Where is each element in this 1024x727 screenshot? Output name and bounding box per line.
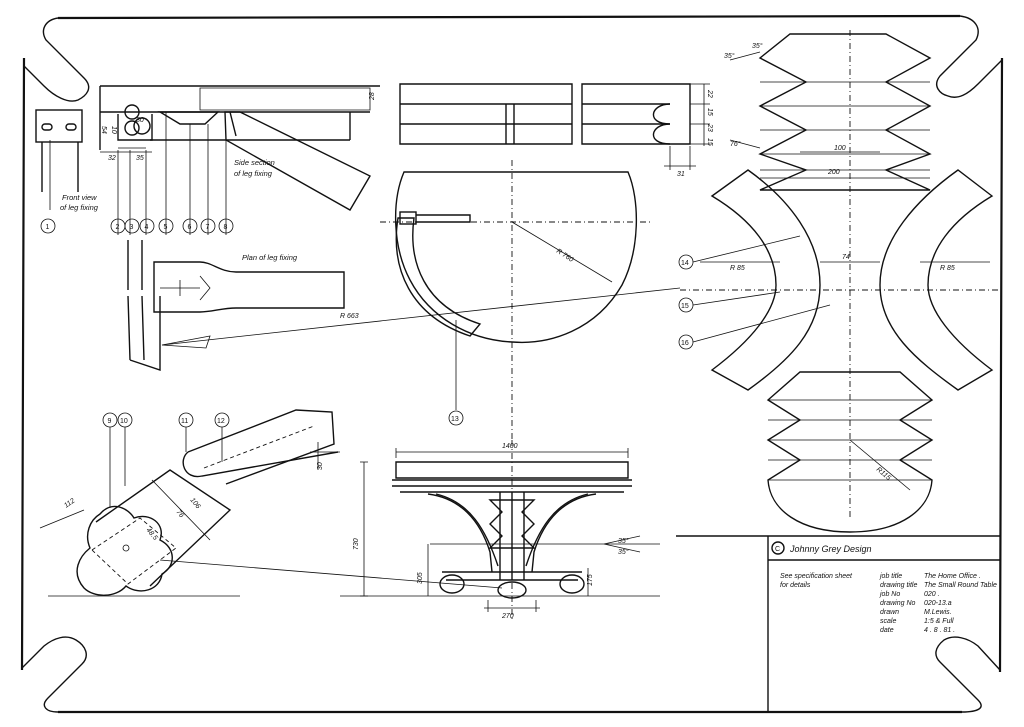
dim-1400: 1400 xyxy=(502,443,518,450)
bubble-15: 15 xyxy=(681,303,689,310)
field-value-job-no: 020 . xyxy=(924,591,940,598)
bubble-12: 12 xyxy=(217,418,225,425)
caption-front-view-line1: Front view xyxy=(62,193,97,202)
dim-r760: R 760 xyxy=(555,248,575,264)
dim-30: 30 xyxy=(136,117,144,124)
dim-30b: 30 xyxy=(317,462,324,470)
field-label-job-no: job No xyxy=(879,591,900,598)
dim-35: 35 xyxy=(136,155,144,162)
caption-side-section-line1: Side section xyxy=(234,158,275,167)
caption-side-section-line2: of leg fixing xyxy=(234,169,273,178)
bubble-16: 16 xyxy=(681,340,689,347)
field-label-drawing-no: drawing No xyxy=(880,600,916,607)
field-value-job-title: The Home Office . xyxy=(924,573,981,580)
dim-175: 175 xyxy=(587,574,594,586)
field-value-drawing-title: The Small Round Table xyxy=(924,582,997,589)
field-label-scale: scale xyxy=(880,618,896,625)
caption-front-view-line2: of leg fixing xyxy=(60,203,99,212)
dim-r85a: R 85 xyxy=(730,265,745,272)
bubble-5: 5 xyxy=(164,224,168,231)
dim-112: 112 xyxy=(63,497,76,509)
bubble-1: 1 xyxy=(46,224,50,231)
plan-leg-fixing: Plan of leg fixing R 663 xyxy=(127,240,681,371)
title-block: C Johnny Grey Design See specification s… xyxy=(676,535,1000,712)
dim-54: 54 xyxy=(100,126,107,134)
dim-730: 730 xyxy=(353,538,360,550)
dim-10: 10 xyxy=(110,126,117,134)
table-top-plan: R 760 13 xyxy=(380,160,650,440)
dim-ang35b: 35° xyxy=(752,42,763,50)
dim-106: 106 xyxy=(188,497,201,511)
field-value-drawn: M.Lewis. xyxy=(924,609,952,616)
dim-15b: 15 xyxy=(706,138,713,146)
caption-plan-leg-fixing: Plan of leg fixing xyxy=(242,253,298,262)
bubble-9: 9 xyxy=(108,418,112,425)
bubble-7: 7 xyxy=(206,224,210,231)
bubble-10: 10 xyxy=(120,418,128,425)
bubble-13: 13 xyxy=(451,416,459,423)
bubble-8: 8 xyxy=(224,224,228,231)
copyright-symbol: C xyxy=(775,546,780,553)
dim-48: 48.5 xyxy=(144,527,158,542)
dim-15a: 15 xyxy=(706,108,713,116)
dim-270: 270 xyxy=(501,613,514,620)
field-label-job-title: job title xyxy=(879,573,902,580)
dim-23: 23 xyxy=(706,123,713,132)
field-value-date: 4 . 8 . 81 . xyxy=(924,627,955,634)
pedestal-profile: 100 200 35° 35° 76° 74 R 85 R 85 14 15 1… xyxy=(678,30,1000,533)
dim-31: 31 xyxy=(677,171,685,178)
dim-305: 305 xyxy=(417,572,424,584)
dim-ang35a: 35° xyxy=(724,52,735,60)
sheet-border xyxy=(20,14,1004,714)
dim-r85b: R 85 xyxy=(940,265,955,272)
field-label-drawn: drawn xyxy=(880,609,899,616)
dim-ang35c: 35° xyxy=(618,537,629,545)
edge-profile-elevation: 22 15 23 15 31 xyxy=(399,83,713,178)
front-view-leg-fixing: Front view of leg fixing xyxy=(35,109,99,212)
bubble-3: 3 xyxy=(130,224,134,231)
dim-200: 200 xyxy=(827,169,840,176)
bubble-14: 14 xyxy=(681,260,689,267)
bubble-4: 4 xyxy=(145,224,149,231)
field-value-drawing-no: 020-13.a xyxy=(924,600,952,607)
bubble-11: 11 xyxy=(181,418,188,425)
dim-28: 28 xyxy=(369,92,376,101)
table-elevation: 1400 730 305 175 270 35° 35° xyxy=(340,440,660,620)
spec-note-line2: for details xyxy=(780,582,811,589)
leg-foot-detail: 9 10 11 12 112 106 76 48.5 30 xyxy=(39,409,503,597)
dim-22: 22 xyxy=(706,89,713,98)
dim-ang35d: 35° xyxy=(618,548,629,556)
field-value-scale: 1:5 & Full xyxy=(924,618,954,625)
spec-note-line1: See specification sheet xyxy=(780,573,853,580)
dim-74: 74 xyxy=(842,254,850,261)
callout-bubbles-top: 1 2 3 4 5 6 7 8 xyxy=(40,218,234,234)
side-section-leg-fixing: 32 35 54 10 30 28 Side section of leg fi… xyxy=(99,85,380,235)
dim-100: 100 xyxy=(834,145,846,152)
company-name: Johnny Grey Design xyxy=(789,544,872,554)
field-label-drawing-title: drawing title xyxy=(880,582,917,589)
dim-ang76: 76° xyxy=(730,140,741,148)
dim-76: 76 xyxy=(174,509,184,520)
bubble-2: 2 xyxy=(116,224,120,231)
dim-32: 32 xyxy=(108,155,116,162)
dim-r663: R 663 xyxy=(340,313,359,320)
field-label-date: date xyxy=(880,627,894,634)
bubble-6: 6 xyxy=(188,224,192,231)
